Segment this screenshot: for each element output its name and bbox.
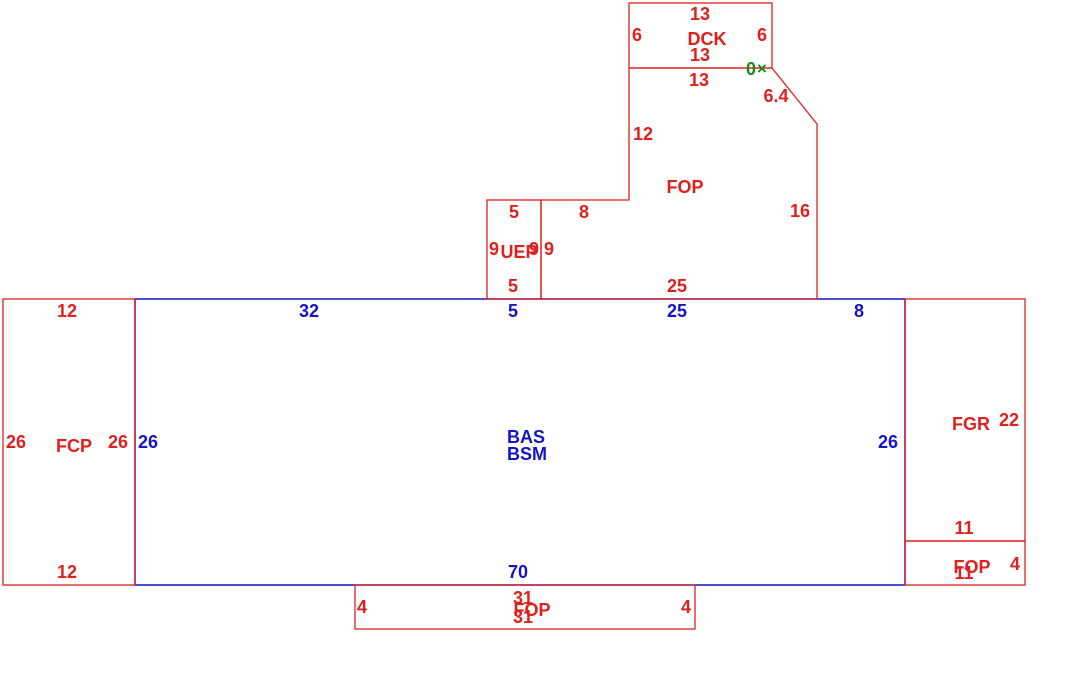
fop-bottom-dim-left: 4 bbox=[357, 597, 367, 617]
uep-dim-top: 5 bbox=[509, 202, 519, 222]
fcp-code-label: FCP bbox=[56, 436, 92, 456]
fop-top-dim-diag: 6.4 bbox=[763, 86, 788, 106]
fgr-dim-bottom: 11 bbox=[954, 518, 973, 538]
fop-top-dim-right: 16 bbox=[790, 201, 810, 221]
fop-right-outline[interactable] bbox=[904, 540, 1026, 586]
bas-dim-right: 26 bbox=[878, 432, 898, 452]
bsm-code-label: BSM bbox=[507, 444, 547, 464]
marker-value: 0 bbox=[746, 59, 756, 79]
fcp-dim-left: 26 bbox=[6, 432, 26, 452]
fop-top-code-label: FOP bbox=[666, 177, 703, 197]
uep-dim-left: 9 bbox=[489, 239, 499, 259]
fgr-code-label: FGR bbox=[952, 414, 990, 434]
dck-dim-left: 6 bbox=[632, 25, 642, 45]
fop-top-dim-top: 13 bbox=[689, 70, 709, 90]
marker-x-icon: × bbox=[757, 59, 767, 78]
fop-right-dim-right: 4 bbox=[1010, 554, 1020, 574]
fop-right-dim-bottom: 11 bbox=[954, 563, 973, 583]
fcp-dim-top: 12 bbox=[57, 301, 77, 321]
fop-right-code-label: FOP bbox=[953, 557, 990, 577]
bas-dim-top-left: 32 bbox=[299, 301, 319, 321]
dck-dim-right: 6 bbox=[757, 25, 767, 45]
uep-dim-inner: 9 bbox=[529, 239, 539, 259]
dck-code-label: DCK bbox=[688, 29, 727, 49]
fgr-dim-right: 22 bbox=[999, 410, 1019, 430]
dck-outline[interactable] bbox=[628, 2, 773, 69]
bas-dim-top-right: 25 bbox=[667, 301, 687, 321]
dck-dim-top: 13 bbox=[690, 4, 710, 24]
fop-bottom-code-label: FOP bbox=[513, 600, 550, 620]
bas-dim-bottom: 70 bbox=[508, 562, 528, 582]
fop-top-dim-bottom: 25 bbox=[667, 276, 687, 296]
uep-dim-right: 9 bbox=[544, 239, 554, 259]
uep-dim-bottom: 5 bbox=[508, 276, 518, 296]
fop-top-dim-left: 12 bbox=[633, 124, 653, 144]
fcp-dim-right: 26 bbox=[108, 432, 128, 452]
fop-bottom-outline[interactable] bbox=[354, 584, 696, 630]
uep-code-label: UEP bbox=[500, 242, 537, 262]
bas-dim-left: 26 bbox=[138, 432, 158, 452]
dck-dim-bottom: 13 bbox=[690, 45, 710, 65]
bas-code-label: BAS bbox=[507, 427, 545, 447]
fop-bottom-dim-top: 31 bbox=[513, 588, 533, 608]
bas-dim-top-mid: 5 bbox=[508, 301, 518, 321]
fcp-outline[interactable] bbox=[2, 298, 136, 586]
fcp-dim-bottom: 12 bbox=[57, 562, 77, 582]
fop-bottom-dim-bottom: 31 bbox=[513, 607, 533, 627]
fop-top-dim-step: 8 bbox=[579, 202, 589, 222]
fop-bottom-dim-right: 4 bbox=[681, 597, 691, 617]
bas-dim-top-far: 8 bbox=[854, 301, 864, 321]
